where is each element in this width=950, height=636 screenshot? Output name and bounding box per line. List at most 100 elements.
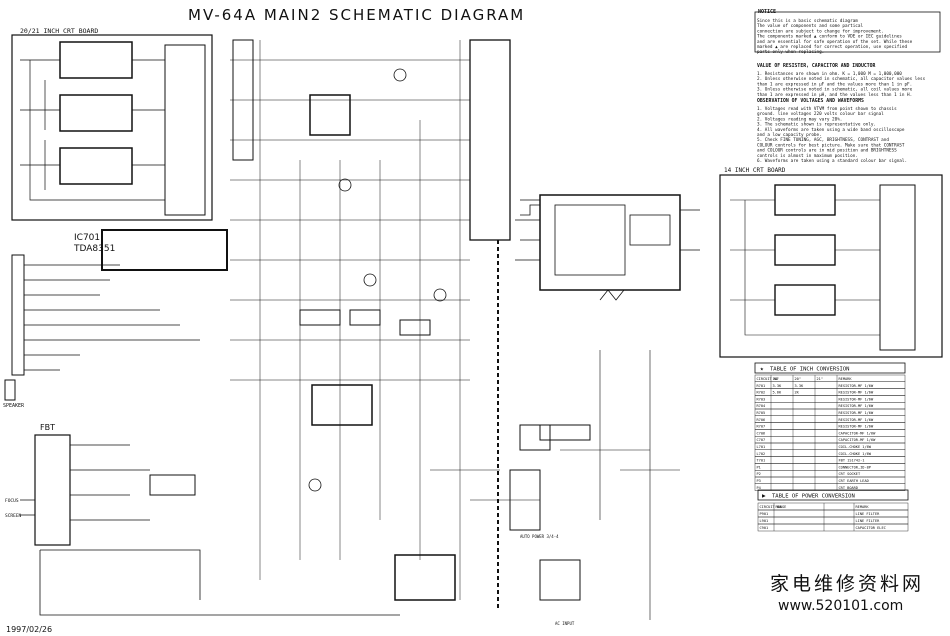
- fbt-block: FBT FOCUS SCREEN: [5, 423, 400, 616]
- table-row: [754, 463, 906, 471]
- svg-text:1. Voltages read with VTVM fro: 1. Voltages read with VTVM from point sh…: [757, 106, 907, 164]
- table-cell: LINE FILTER: [856, 519, 881, 523]
- table-cell: C707: [757, 438, 766, 442]
- ic701-part: TDA8351: [73, 244, 115, 254]
- table-row: [754, 470, 906, 478]
- table-cell: R704: [757, 404, 766, 408]
- table-cell: R703: [757, 397, 766, 401]
- table-cell: R707: [757, 425, 766, 429]
- left-connector: SPEAKER: [3, 254, 200, 409]
- table-cell: RANGE: [776, 505, 787, 509]
- table-row: [754, 483, 906, 491]
- table-row: [757, 523, 909, 532]
- table-cell: R706: [757, 418, 766, 422]
- table-cell: CRT EARTH LEAD: [839, 479, 869, 483]
- table-cell: 2K: [795, 391, 800, 395]
- crt-board-20-21: 20/21 INCH CRT BOARD: [11, 27, 213, 221]
- table-cell: P3: [757, 479, 761, 483]
- watermark-url: www.520101.com: [778, 598, 903, 614]
- table-cell: 3.3K: [795, 384, 804, 388]
- power-conversion-table: TABLE OF POWER CONVERSION ▶ CIRCUIT NORA…: [757, 489, 909, 532]
- speaker-label: SPEAKER: [3, 403, 25, 409]
- waveform-notes: OBSERVATION OF VOLTAGES AND WAVEFORMS 1.…: [757, 98, 907, 164]
- table-cell: COIL-CHOKE 1/6W: [839, 452, 872, 456]
- ic701-block: IC701 TDA8351: [73, 39, 254, 271]
- table-cell: REMARK: [856, 505, 870, 509]
- screen-label: SCREEN: [5, 513, 22, 519]
- power-table-title: TABLE OF POWER CONVERSION: [772, 494, 855, 500]
- table-cell: C706: [757, 431, 766, 435]
- table-cell: CAPACITOR-MF 1/6W: [839, 438, 877, 442]
- table-cell: CONNECTOR,ID-8P: [839, 465, 871, 469]
- svg-text:▶: ▶: [762, 493, 766, 500]
- table-cell: C901: [760, 526, 769, 530]
- table-cell: RESISTOR-MF 1/6W: [839, 384, 874, 388]
- table-row: [754, 456, 906, 464]
- table-row: [754, 449, 906, 457]
- table-cell: P4: [757, 486, 761, 490]
- table-cell: RESISTOR-MF 1/6W: [839, 404, 874, 408]
- notice-lines: Since this is a basic schematic diagram …: [757, 18, 915, 55]
- watermark: 家电维修资料网 www.520101.com: [770, 573, 924, 614]
- waveform-notes-heading: OBSERVATION OF VOLTAGES AND WAVEFORMS: [757, 98, 864, 104]
- watermark-chinese: 家电维修资料网: [770, 573, 924, 595]
- notice-heading: NOTICE: [758, 9, 776, 15]
- table-cell: 5.6K: [773, 391, 782, 395]
- table-cell: REMARK: [839, 377, 853, 381]
- resistor-notes: VALUE OF RESISTER, CAPACITOR AND INDUCTO…: [757, 63, 928, 98]
- table-row: [754, 436, 906, 444]
- table-row: [757, 509, 909, 518]
- crt-board-14-label: 14 INCH CRT BOARD: [724, 167, 786, 174]
- table-row: [754, 422, 906, 430]
- table-cell: LINE FILTER: [856, 512, 881, 516]
- table-cell: CAPACITOR ELEC: [856, 526, 886, 530]
- inch-conversion-table: TABLE OF INCH CONVERSION ★ CIRCUIT NO14"…: [754, 362, 906, 491]
- crt-board-14: 14 INCH CRT BOARD: [719, 167, 943, 358]
- table-cell: COIL-CHOKE 1/6W: [839, 445, 872, 449]
- table-row: [757, 516, 909, 525]
- table-cell: CAPACITOR-MF 1/6W: [839, 431, 877, 435]
- fbt-label: FBT: [40, 423, 55, 432]
- table-cell: CIRCUIT NO: [757, 377, 779, 381]
- table-cell: R702: [757, 391, 766, 395]
- table-cell: L702: [757, 452, 766, 456]
- table-cell: T701: [757, 459, 766, 463]
- table-cell: CRT SOCKET: [839, 472, 861, 476]
- table-cell: 21": [817, 377, 824, 381]
- central-circuit: [230, 39, 541, 600]
- table-cell: L701: [757, 445, 766, 449]
- table-cell: 20": [795, 377, 802, 381]
- table-cell: RESISTOR-MF 1/6W: [839, 411, 874, 415]
- table-cell: L901: [760, 519, 769, 523]
- table-cell: P2: [757, 472, 761, 476]
- ac-input-label: AC INPUT: [555, 621, 575, 626]
- jungle-ic-block: [515, 194, 700, 301]
- notice-block: NOTICE Since this is a basic schematic d…: [754, 9, 941, 55]
- auto-power-label: AUTO POWER 3/4-4: [520, 534, 559, 539]
- table-cell: RESISTOR-MF 1/6W: [839, 397, 874, 401]
- table-row: [754, 415, 906, 423]
- schematic-title: MV-64A MAIN2 SCHEMATIC DIAGRAM: [188, 6, 525, 24]
- table-cell: P901: [760, 512, 769, 516]
- table-cell: R705: [757, 411, 766, 415]
- table-cell: FBT 1S1742-1: [839, 459, 865, 463]
- crt-board-20-21-label: 20/21 INCH CRT BOARD: [20, 27, 98, 35]
- table-row: [754, 442, 906, 451]
- table-row: [754, 429, 906, 437]
- table-cell: RESISTOR-MF 1/6W: [839, 391, 874, 395]
- table-cell: 3.3K: [773, 384, 782, 388]
- table-cell: 14": [773, 377, 780, 381]
- date-stamp: 1997/02/26: [6, 625, 52, 634]
- inch-table-title: TABLE OF INCH CONVERSION: [770, 367, 849, 373]
- focus-label: FOCUS: [5, 498, 19, 504]
- svg-text:★: ★: [760, 366, 764, 373]
- table-cell: RESISTOR-MF 1/6W: [839, 418, 874, 422]
- table-cell: CIRCUIT NO: [760, 505, 782, 509]
- table-row: [754, 402, 906, 410]
- table-row: [754, 476, 906, 485]
- table-cell: CRT BOARD: [839, 486, 858, 490]
- svg-text:1. Resistances are shown in oh: 1. Resistances are shown in ohm. K = 1,0…: [757, 71, 928, 98]
